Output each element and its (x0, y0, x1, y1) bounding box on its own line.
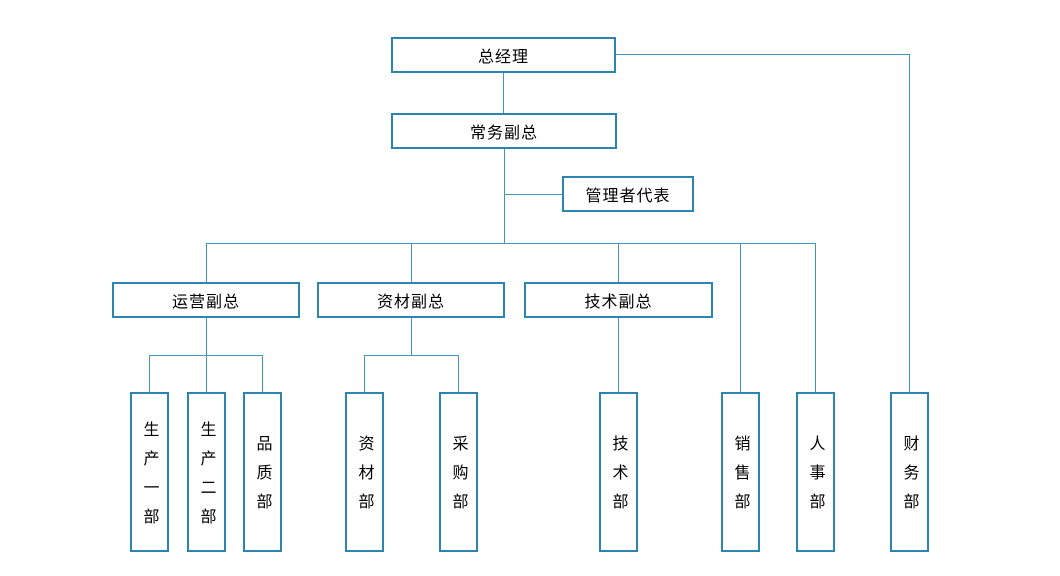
org-node-label: 财务部 (900, 435, 920, 522)
connector-drop-operations-vp (206, 243, 207, 282)
org-node-general-manager: 总经理 (391, 37, 616, 73)
org-node-quality-dept: 品质部 (243, 392, 282, 552)
org-node-label: 生产一部 (140, 420, 160, 537)
org-node-purchasing-dept: 采购部 (439, 392, 478, 552)
connector-drop-technical-vp (618, 243, 619, 282)
connector-drop-purchasing-dept (458, 355, 459, 392)
connector-drop-hr-dept (815, 243, 816, 392)
org-node-label: 运营副总 (171, 292, 240, 311)
org-node-operations-vp: 运营副总 (112, 282, 300, 318)
connector-main-horizontal (206, 243, 816, 244)
org-node-executive-deputy-gm: 常务副总 (391, 113, 617, 149)
connector-drop-materials-dept (364, 355, 365, 392)
connector-gm-to-finance-horizontal (616, 54, 909, 55)
org-node-production-dept-1: 生产一部 (130, 392, 169, 552)
org-node-label: 技术部 (609, 435, 629, 522)
org-node-label: 生产二部 (197, 420, 217, 537)
org-node-label: 管理者代表 (585, 186, 671, 205)
connector-gm-to-deputy (503, 73, 504, 113)
org-node-label: 资材副总 (376, 292, 445, 311)
org-node-materials-dept: 资材部 (345, 392, 384, 552)
org-node-sales-dept: 销售部 (721, 392, 760, 552)
org-node-management-representative: 管理者代表 (562, 176, 694, 212)
connector-materials-horizontal (364, 355, 459, 356)
org-node-production-dept-2: 生产二部 (187, 392, 226, 552)
org-node-label: 品质部 (253, 435, 273, 522)
org-node-label: 人事部 (806, 435, 826, 522)
org-node-label: 常务副总 (469, 123, 538, 142)
org-node-label: 采购部 (449, 435, 469, 522)
org-node-finance-dept: 财务部 (890, 392, 929, 552)
connector-operations-stem (206, 317, 207, 355)
org-node-label: 资材部 (355, 435, 375, 522)
connector-drop-production-1 (149, 355, 150, 392)
connector-drop-quality (262, 355, 263, 392)
connector-materials-stem (411, 317, 412, 355)
org-node-materials-vp: 资材副总 (317, 282, 505, 318)
connector-drop-sales-dept (740, 243, 741, 392)
connector-deputy-to-main (504, 149, 505, 243)
org-node-label: 总经理 (477, 47, 529, 66)
connector-drop-technical-dept (618, 317, 619, 392)
connector-drop-materials-vp (411, 243, 412, 282)
org-node-label: 销售部 (731, 435, 751, 522)
org-node-technical-vp: 技术副总 (524, 282, 713, 318)
connector-branch-mgmt-rep (504, 194, 562, 195)
org-node-label: 技术副总 (584, 292, 653, 311)
org-node-technical-dept: 技术部 (599, 392, 638, 552)
connector-gm-to-finance-vertical (909, 54, 910, 392)
connector-drop-production-2 (206, 355, 207, 392)
org-node-hr-dept: 人事部 (796, 392, 835, 552)
